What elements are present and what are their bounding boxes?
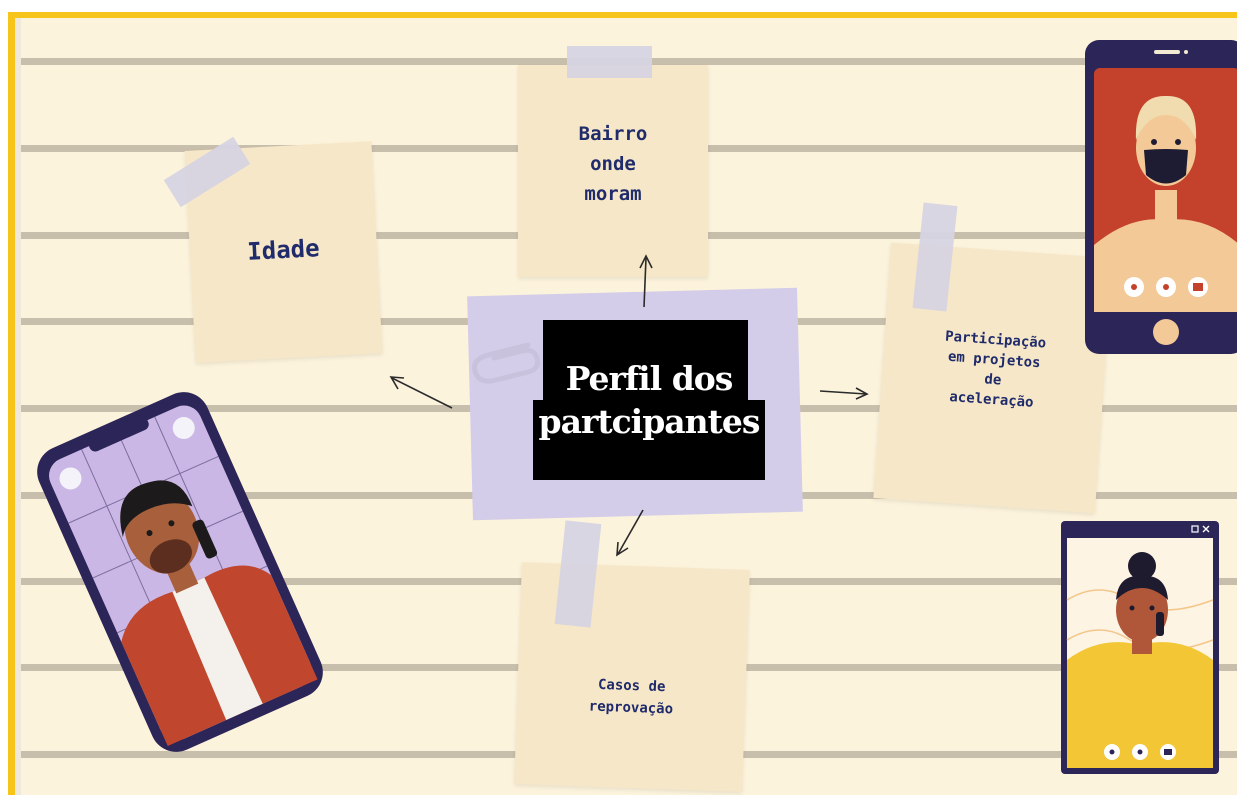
title-highlight-top (543, 320, 748, 405)
paperclip-icon (472, 342, 541, 384)
central-title-line2: partcipantes (538, 402, 761, 441)
phone-call-man-illustration (37, 392, 323, 752)
central-title: Perfil dos partcipantes (533, 320, 765, 480)
central-title-text: Perfil dos partcipantes (533, 357, 765, 443)
note-neighborhood-line2: onde (590, 153, 636, 175)
note-neighborhood-line1: Bairro (578, 123, 648, 145)
arrow-to-acceleration (819, 387, 869, 400)
frame-border-left (8, 12, 15, 795)
arrow-to-failures (616, 509, 644, 557)
frame-border-top (8, 12, 1237, 18)
title-highlight-bottom (533, 400, 765, 480)
central-title-line1: Perfil dos (565, 359, 734, 398)
arrow-to-neighborhood (639, 254, 653, 308)
tape (567, 46, 652, 78)
video-call-woman-illustration (1061, 521, 1219, 774)
left-edge-strip (15, 18, 21, 795)
note-neighborhood: Bairro onde moram (518, 65, 708, 277)
video-call-masked-man-illustration (1085, 40, 1237, 354)
arrow-to-age (389, 376, 453, 409)
note-neighborhood-line3: moram (584, 183, 642, 205)
